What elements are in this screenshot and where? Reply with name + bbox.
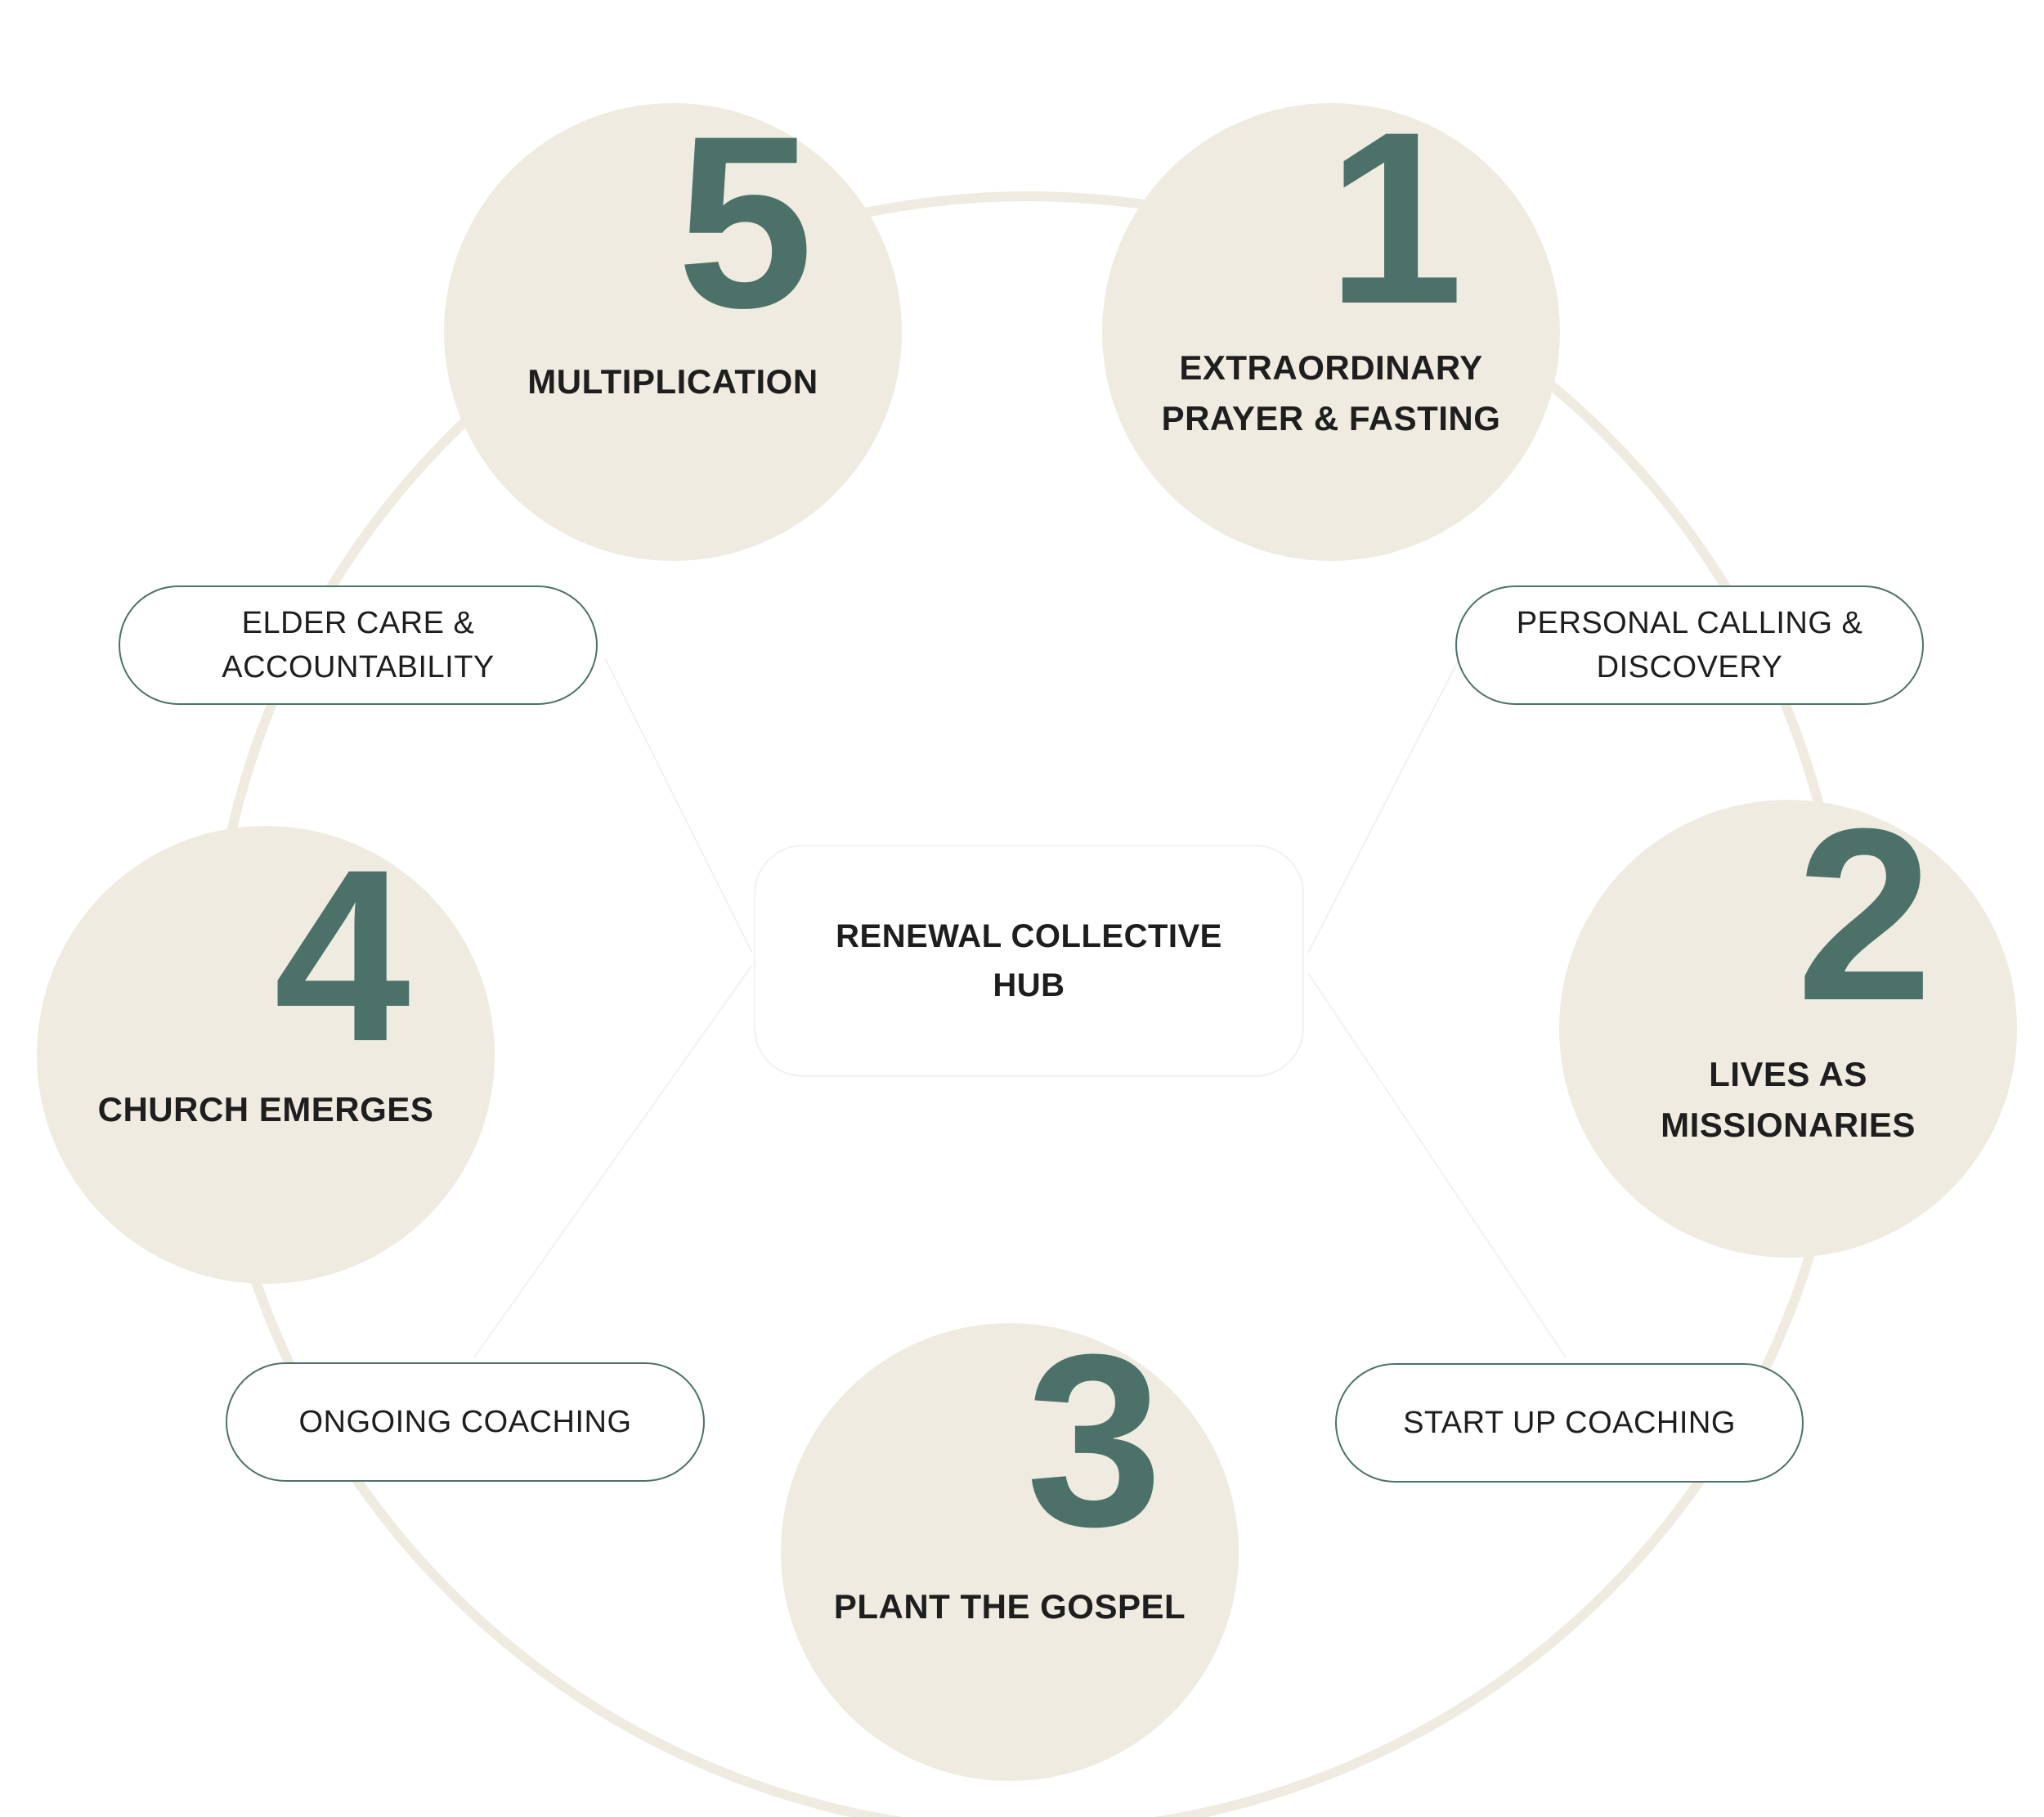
stage-1-number: 1 <box>1327 80 1464 355</box>
stage-5-number: 5 <box>677 84 814 359</box>
stage-3-circle: 3 PLANT THE GOSPEL <box>781 1317 1239 1781</box>
stage-3-number: 3 <box>1026 1303 1163 1577</box>
connector-1-line-1: PERSONAL CALLING & <box>1516 606 1863 640</box>
stage-1-title-line-2: PRAYER & FASTING <box>1161 399 1501 437</box>
stage-5-circle: 5 MULTIPLICATION <box>444 99 902 561</box>
stage-2-number: 2 <box>1796 777 1933 1052</box>
hub-title-line-2: HUB <box>993 967 1065 1003</box>
stage-1-circle: 1 EXTRAORDINARY PRAYER & FASTING <box>1102 95 1560 561</box>
stage-4-title: CHURCH EMERGES <box>97 1090 434 1128</box>
spoke-hub-to-ongoing <box>473 964 753 1358</box>
connector-start-up-coaching: START UP COACHING <box>1335 1363 1804 1483</box>
connector-2-line-1: START UP COACHING <box>1403 1406 1736 1440</box>
connector-personal-calling: PERSONAL CALLING & DISCOVERY <box>1455 585 1924 705</box>
connector-3-line-1: ONGOING COACHING <box>298 1405 632 1439</box>
stage-4-circle: 4 CHURCH EMERGES <box>37 826 495 1284</box>
stage-2-title-line-2: MISSIONARIES <box>1661 1106 1916 1144</box>
connector-4-line-2: ACCOUNTABILITY <box>222 650 495 684</box>
stage-5-title: MULTIPLICATION <box>527 362 818 401</box>
connector-elder-care: ELDER CARE & ACCOUNTABILITY <box>119 585 598 705</box>
connector-1-line-2: DISCOVERY <box>1596 650 1783 684</box>
spoke-hub-to-elder <box>604 657 753 953</box>
stage-1-title-line-1: EXTRAORDINARY <box>1179 348 1483 387</box>
stage-2-title-line-1: LIVES AS <box>1709 1055 1867 1093</box>
spoke-hub-to-calling <box>1307 657 1460 953</box>
connector-4-line-1: ELDER CARE & <box>241 606 475 640</box>
stage-4-number: 4 <box>274 818 410 1092</box>
hub-box: RENEWAL COLLECTIVE HUB <box>754 845 1304 1077</box>
hub-title-line-1: RENEWAL COLLECTIVE <box>836 918 1222 954</box>
spoke-hub-to-startup <box>1307 972 1567 1358</box>
connector-ongoing-coaching: ONGOING COACHING <box>226 1362 705 1482</box>
stage-3-title: PLANT THE GOSPEL <box>833 1587 1186 1626</box>
stage-2-circle: 2 LIVES AS MISSIONARIES <box>1559 792 2017 1258</box>
